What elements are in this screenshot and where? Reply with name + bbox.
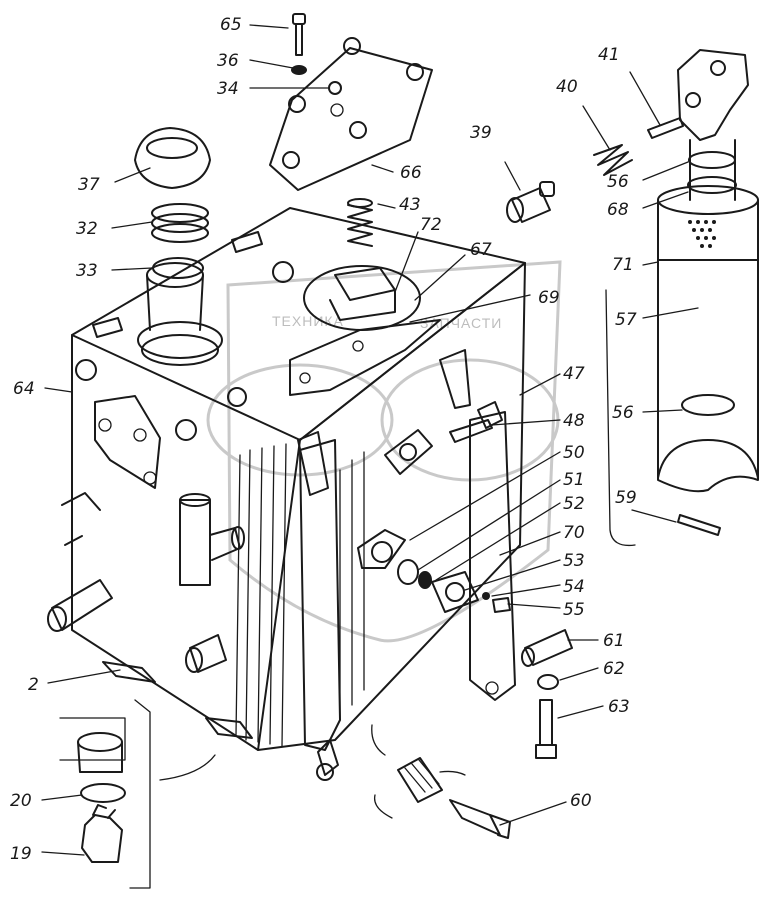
callout-labels: 65 36 34 66 37 32 33 43 72 67 69 39 40 4… (10, 15, 637, 864)
strainer-33 (152, 257, 204, 279)
filler-cap (134, 127, 211, 189)
callout-20: 20 (10, 791, 32, 811)
callout-53: 53 (563, 551, 585, 571)
callout-33: 33 (76, 261, 98, 281)
filter-assembly (605, 49, 759, 547)
callout-68: 68 (607, 200, 629, 220)
drain-valve (371, 724, 511, 839)
callout-51: 51 (563, 470, 585, 490)
spring-43 (347, 198, 373, 247)
callout-72: 72 (420, 215, 442, 235)
callout-62: 62 (603, 659, 625, 679)
watermark-right: ЗАПЧАСТИ (420, 315, 502, 331)
callout-61: 61 (603, 631, 625, 651)
bolt-63 (535, 699, 557, 759)
callout-39: 39 (470, 123, 492, 143)
nut-62 (537, 674, 559, 690)
callout-40: 40 (556, 77, 578, 97)
bolt-65 (292, 13, 306, 56)
callout-34: 34 (217, 79, 239, 99)
callout-32: 32 (76, 219, 98, 239)
screw-59 (677, 514, 721, 536)
spring-32 (151, 203, 209, 243)
pin-61 (524, 629, 573, 666)
clamp-47 (477, 401, 503, 429)
callout-54: 54 (563, 577, 585, 597)
sender-cover (269, 37, 433, 191)
spring-40 (593, 144, 633, 176)
callout-66: 66 (400, 163, 422, 183)
callout-19: 19 (10, 844, 32, 864)
callout-67: 67 (470, 240, 492, 260)
callout-55: 55 (563, 600, 585, 620)
callout-71: 71 (612, 255, 634, 275)
callout-48: 48 (563, 411, 585, 431)
callout-36: 36 (217, 51, 239, 71)
callout-57: 57 (615, 310, 637, 330)
plug-39 (506, 181, 555, 223)
sensor-assembly (59, 699, 216, 889)
callout-52: 52 (563, 494, 585, 514)
callout-70: 70 (563, 523, 585, 543)
callout-60: 60 (570, 791, 592, 811)
callout-47: 47 (563, 364, 585, 384)
callout-59: 59 (615, 488, 637, 508)
callout-65: 65 (220, 15, 242, 35)
callout-56-top: 56 (607, 172, 629, 192)
watermark-left: ТЕХНИКА (272, 313, 344, 329)
callout-69: 69 (538, 288, 560, 308)
callout-41: 41 (598, 45, 620, 65)
callout-56-bottom: 56 (612, 403, 634, 423)
leader-lines (41, 24, 699, 856)
callout-2: 2 (28, 675, 39, 695)
valve-41 (647, 117, 684, 139)
washer-36 (291, 65, 307, 75)
callout-50: 50 (563, 443, 585, 463)
callout-37: 37 (78, 175, 100, 195)
fuel-tank-body (47, 207, 526, 781)
flange-gasket-parts (357, 529, 511, 613)
bolt-48 (449, 419, 493, 443)
callout-63: 63 (608, 697, 630, 717)
nut-34 (328, 81, 342, 95)
callout-43: 43 (399, 195, 421, 215)
callout-64: 64 (13, 379, 35, 399)
